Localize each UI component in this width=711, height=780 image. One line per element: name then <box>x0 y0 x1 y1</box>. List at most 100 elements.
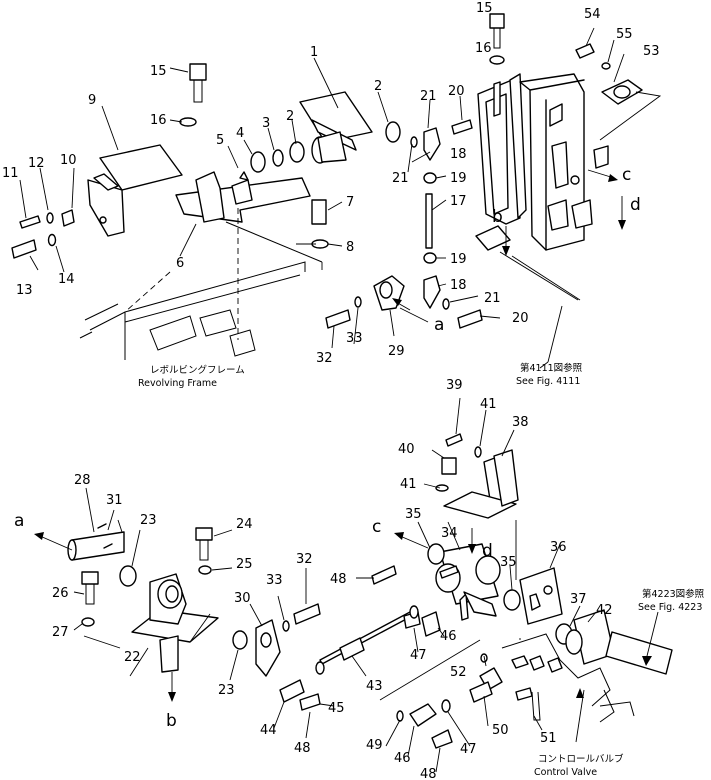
label-17: 17 <box>450 194 467 209</box>
control-valve <box>469 633 635 723</box>
label-19b: 19 <box>450 252 467 267</box>
label-21b: 21 <box>392 171 409 186</box>
label-46: 46 <box>440 629 457 644</box>
label-5: 5 <box>216 133 224 148</box>
label-4: 4 <box>236 126 244 141</box>
label-24: 24 <box>236 517 253 532</box>
label-14: 14 <box>58 272 75 287</box>
label-12: 12 <box>28 156 45 171</box>
label-49: 49 <box>366 738 383 753</box>
bolts-lower-left <box>81 527 213 627</box>
label-33b: 33 <box>266 573 283 588</box>
label-7: 7 <box>346 195 354 210</box>
letter-c-upper: c <box>622 165 631 185</box>
label-18: 18 <box>450 147 467 162</box>
lower-leaders <box>73 397 659 773</box>
label-8: 8 <box>346 240 354 255</box>
label-22: 22 <box>124 650 141 665</box>
label-21: 21 <box>420 89 437 104</box>
label-38: 38 <box>512 415 529 430</box>
label-26: 26 <box>52 586 69 601</box>
letter-c-lower: c <box>372 517 381 537</box>
fig4111-en: See Fig. 4111 <box>516 376 580 387</box>
letter-d-upper: d <box>630 195 641 215</box>
upper-labels: 1 2 2 3 4 5 6 7 8 9 10 11 12 13 14 15 15… <box>2 1 660 366</box>
label-54: 54 <box>584 7 601 22</box>
label-32: 32 <box>316 351 333 366</box>
label-45: 45 <box>328 701 345 716</box>
label-37: 37 <box>570 592 587 607</box>
fig4223-jp: 第4223図参照 <box>642 588 705 600</box>
label-20b: 20 <box>512 311 529 326</box>
label-50: 50 <box>492 723 509 738</box>
label-39: 39 <box>446 378 463 393</box>
label-33: 33 <box>346 331 363 346</box>
direction-arrows-upper <box>392 169 626 311</box>
label-21c: 21 <box>484 291 501 306</box>
label-31: 31 <box>106 493 123 508</box>
label-30: 30 <box>234 591 251 606</box>
label-2: 2 <box>374 79 382 94</box>
upper-notes: レボルビングフレーム Revolving Frame 第4111図参照 See … <box>138 362 583 389</box>
lever-bracket-upper <box>475 73 527 251</box>
label-18b: 18 <box>450 278 467 293</box>
label-40: 40 <box>398 442 415 457</box>
label-48b: 48 <box>294 741 311 756</box>
label-41: 41 <box>480 397 497 412</box>
revolving-frame-jp: レボルビングフレーム <box>150 364 245 376</box>
label-6: 6 <box>176 256 184 271</box>
label-23: 23 <box>140 513 157 528</box>
label-35b: 35 <box>500 555 517 570</box>
label-35: 35 <box>405 507 422 522</box>
label-34: 34 <box>441 526 458 541</box>
label-3: 3 <box>262 116 270 131</box>
letter-a-upper: a <box>434 315 444 335</box>
plate-6 <box>175 171 323 263</box>
lower-labels: 22 23 23 24 25 26 27 28 30 31 32 33 34 3… <box>14 378 613 780</box>
label-1: 1 <box>310 45 318 60</box>
label-42: 42 <box>596 603 613 618</box>
letter-d-lower: d <box>482 541 493 561</box>
bracket-22 <box>131 573 219 673</box>
fig4223-en: See Fig. 4223 <box>638 602 702 613</box>
label-10: 10 <box>60 153 77 168</box>
bolts-left <box>11 209 75 259</box>
label-48c: 48 <box>420 767 437 780</box>
label-25: 25 <box>236 557 253 572</box>
label-53: 53 <box>643 44 660 59</box>
label-15b: 15 <box>476 1 493 16</box>
lever-29 <box>325 275 405 329</box>
label-43: 43 <box>366 679 383 694</box>
label-9: 9 <box>88 93 96 108</box>
label-48: 48 <box>330 572 347 587</box>
lower-links <box>396 699 453 749</box>
label-32b: 32 <box>296 552 313 567</box>
label-51: 51 <box>540 731 557 746</box>
label-27: 27 <box>52 625 69 640</box>
upper-leaders <box>19 27 662 369</box>
label-11: 11 <box>2 166 19 181</box>
label-13: 13 <box>16 283 33 298</box>
revolving-frame <box>79 261 306 360</box>
label-16: 16 <box>150 113 167 128</box>
flange-53 <box>575 43 643 105</box>
cylinder-42 <box>565 609 673 675</box>
label-23b: 23 <box>218 683 235 698</box>
label-36: 36 <box>550 540 567 555</box>
label-52: 52 <box>450 665 467 680</box>
label-44: 44 <box>260 723 277 738</box>
fig4111-jp: 第4111図参照 <box>520 362 583 374</box>
letter-b-lower: b <box>166 711 177 731</box>
bushings-upper <box>239 121 401 181</box>
label-41b: 41 <box>400 477 417 492</box>
revolving-frame-en: Revolving Frame <box>138 378 217 389</box>
housing-right <box>519 73 609 251</box>
label-15: 15 <box>150 64 167 79</box>
label-55: 55 <box>616 27 633 42</box>
label-46b: 46 <box>394 751 411 766</box>
lever-assembly-lower <box>371 433 573 645</box>
label-19: 19 <box>450 171 467 186</box>
lower-notes: 第4223図参照 See Fig. 4223 コントロールバルブ Control… <box>534 588 705 778</box>
letter-b-upper: b <box>492 207 503 227</box>
pin-28 <box>67 523 137 587</box>
